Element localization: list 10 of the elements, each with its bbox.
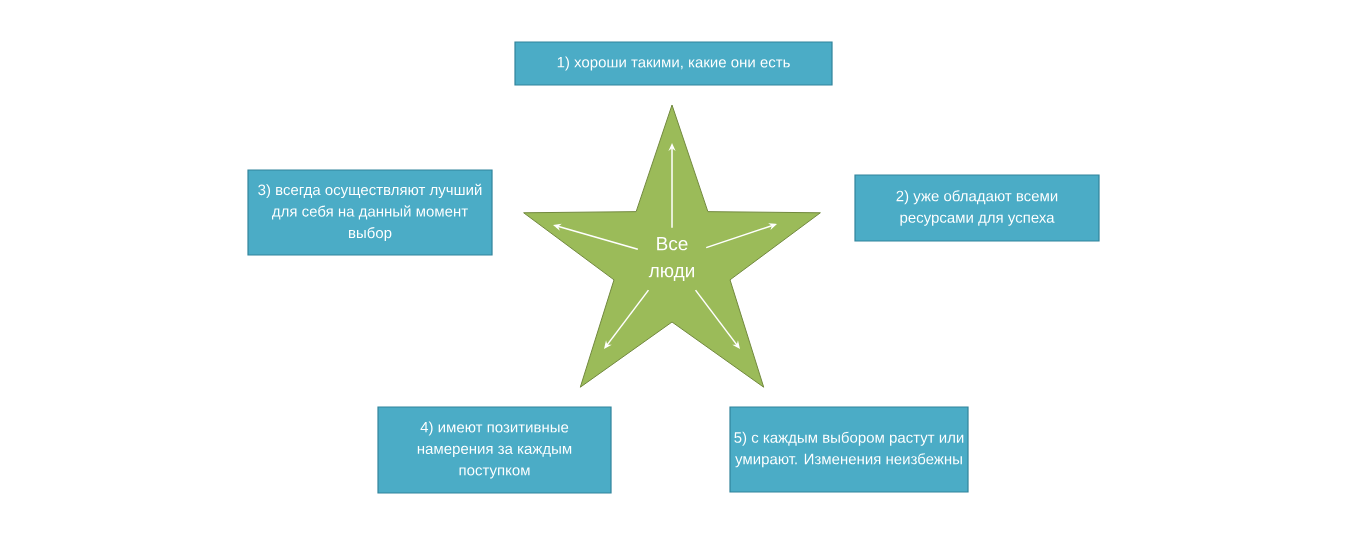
statement-box: 1) хороши такими, какие они есть: [514, 41, 833, 86]
star-shape: [523, 104, 821, 388]
arrow: [694, 289, 740, 349]
statement-box: 5) с каждым выбором растут или умирают. Изменения неизбежны: [729, 406, 969, 493]
arrow: [705, 223, 777, 249]
star-label: Все люди: [648, 237, 694, 281]
arrow: [604, 289, 650, 349]
statement-box: 2) уже обладают всеми ресурсами для успеха: [854, 174, 1100, 242]
statement-box: 3) всегда осуществляют лучший для себя на данный момент выбор: [247, 169, 493, 256]
statement-box: 4) имеют позитивные намерения за каждым поступком: [377, 406, 612, 494]
